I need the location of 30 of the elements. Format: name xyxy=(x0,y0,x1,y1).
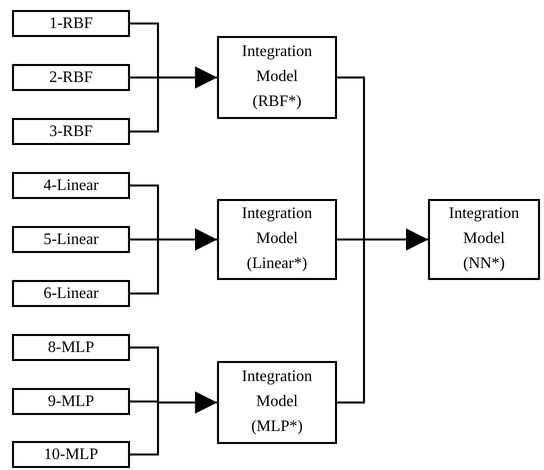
model-label: Integration Model (Linear*) xyxy=(242,204,312,274)
input-box xyxy=(12,280,130,307)
model-box xyxy=(217,36,337,119)
input-box xyxy=(12,64,130,91)
input-label: 4-Linear xyxy=(43,176,99,194)
input-label: 8-MLP xyxy=(48,338,94,356)
model-box xyxy=(217,361,337,444)
input-box xyxy=(12,388,130,415)
input-label: 5-Linear xyxy=(43,230,99,248)
model-box xyxy=(217,199,337,280)
input-label: 3-RBF xyxy=(49,122,93,140)
input-label: 2-RBF xyxy=(49,68,93,86)
model-label: Integration Model (MLP*) xyxy=(242,367,312,437)
input-box xyxy=(12,441,130,468)
connector-arrow xyxy=(337,228,428,404)
input-label: 1-RBF xyxy=(49,14,93,32)
input-label: 10-MLP xyxy=(44,446,98,464)
input-box xyxy=(12,226,130,253)
input-box xyxy=(12,118,130,145)
connector-arrow xyxy=(130,228,217,294)
model-box xyxy=(428,199,540,280)
input-box xyxy=(12,172,130,199)
connector-arrow xyxy=(130,392,217,456)
input-label: 6-Linear xyxy=(43,284,99,302)
input-box xyxy=(12,334,130,361)
model-label: Integration Model (NN*) xyxy=(448,204,520,274)
connector-arrow xyxy=(130,66,217,132)
model-label: Integration Model (RBF*) xyxy=(242,42,312,112)
input-box xyxy=(12,10,130,37)
input-label: 9-MLP xyxy=(48,392,94,410)
